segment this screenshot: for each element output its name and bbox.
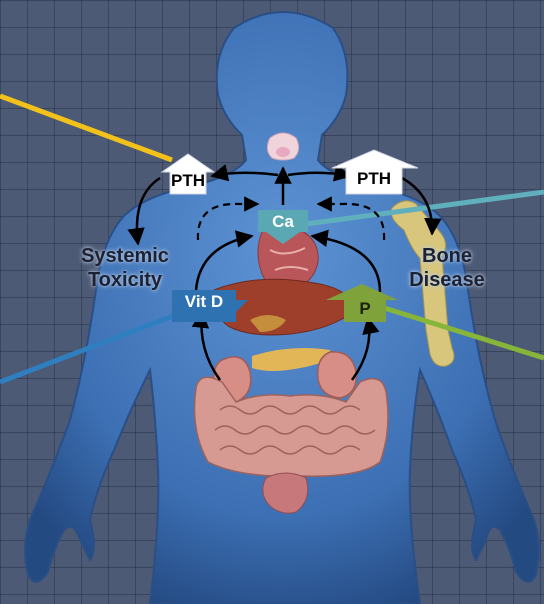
pth-right-label: PTH: [348, 169, 400, 189]
pth-left-label: PTH: [164, 171, 212, 191]
vitamin-d-label: Vit D: [172, 292, 236, 312]
bone-disease-line2: Disease: [392, 268, 502, 292]
systemic-toxicity-label: Systemic Toxicity: [60, 244, 190, 292]
systemic-toxicity-line2: Toxicity: [60, 268, 190, 292]
bone-disease-label: Bone Disease: [392, 244, 502, 292]
calcium-label: Ca: [258, 212, 308, 232]
phosphorus-label: P: [344, 299, 386, 319]
bone-disease-line1: Bone: [392, 244, 502, 268]
systemic-toxicity-line1: Systemic: [60, 244, 190, 268]
